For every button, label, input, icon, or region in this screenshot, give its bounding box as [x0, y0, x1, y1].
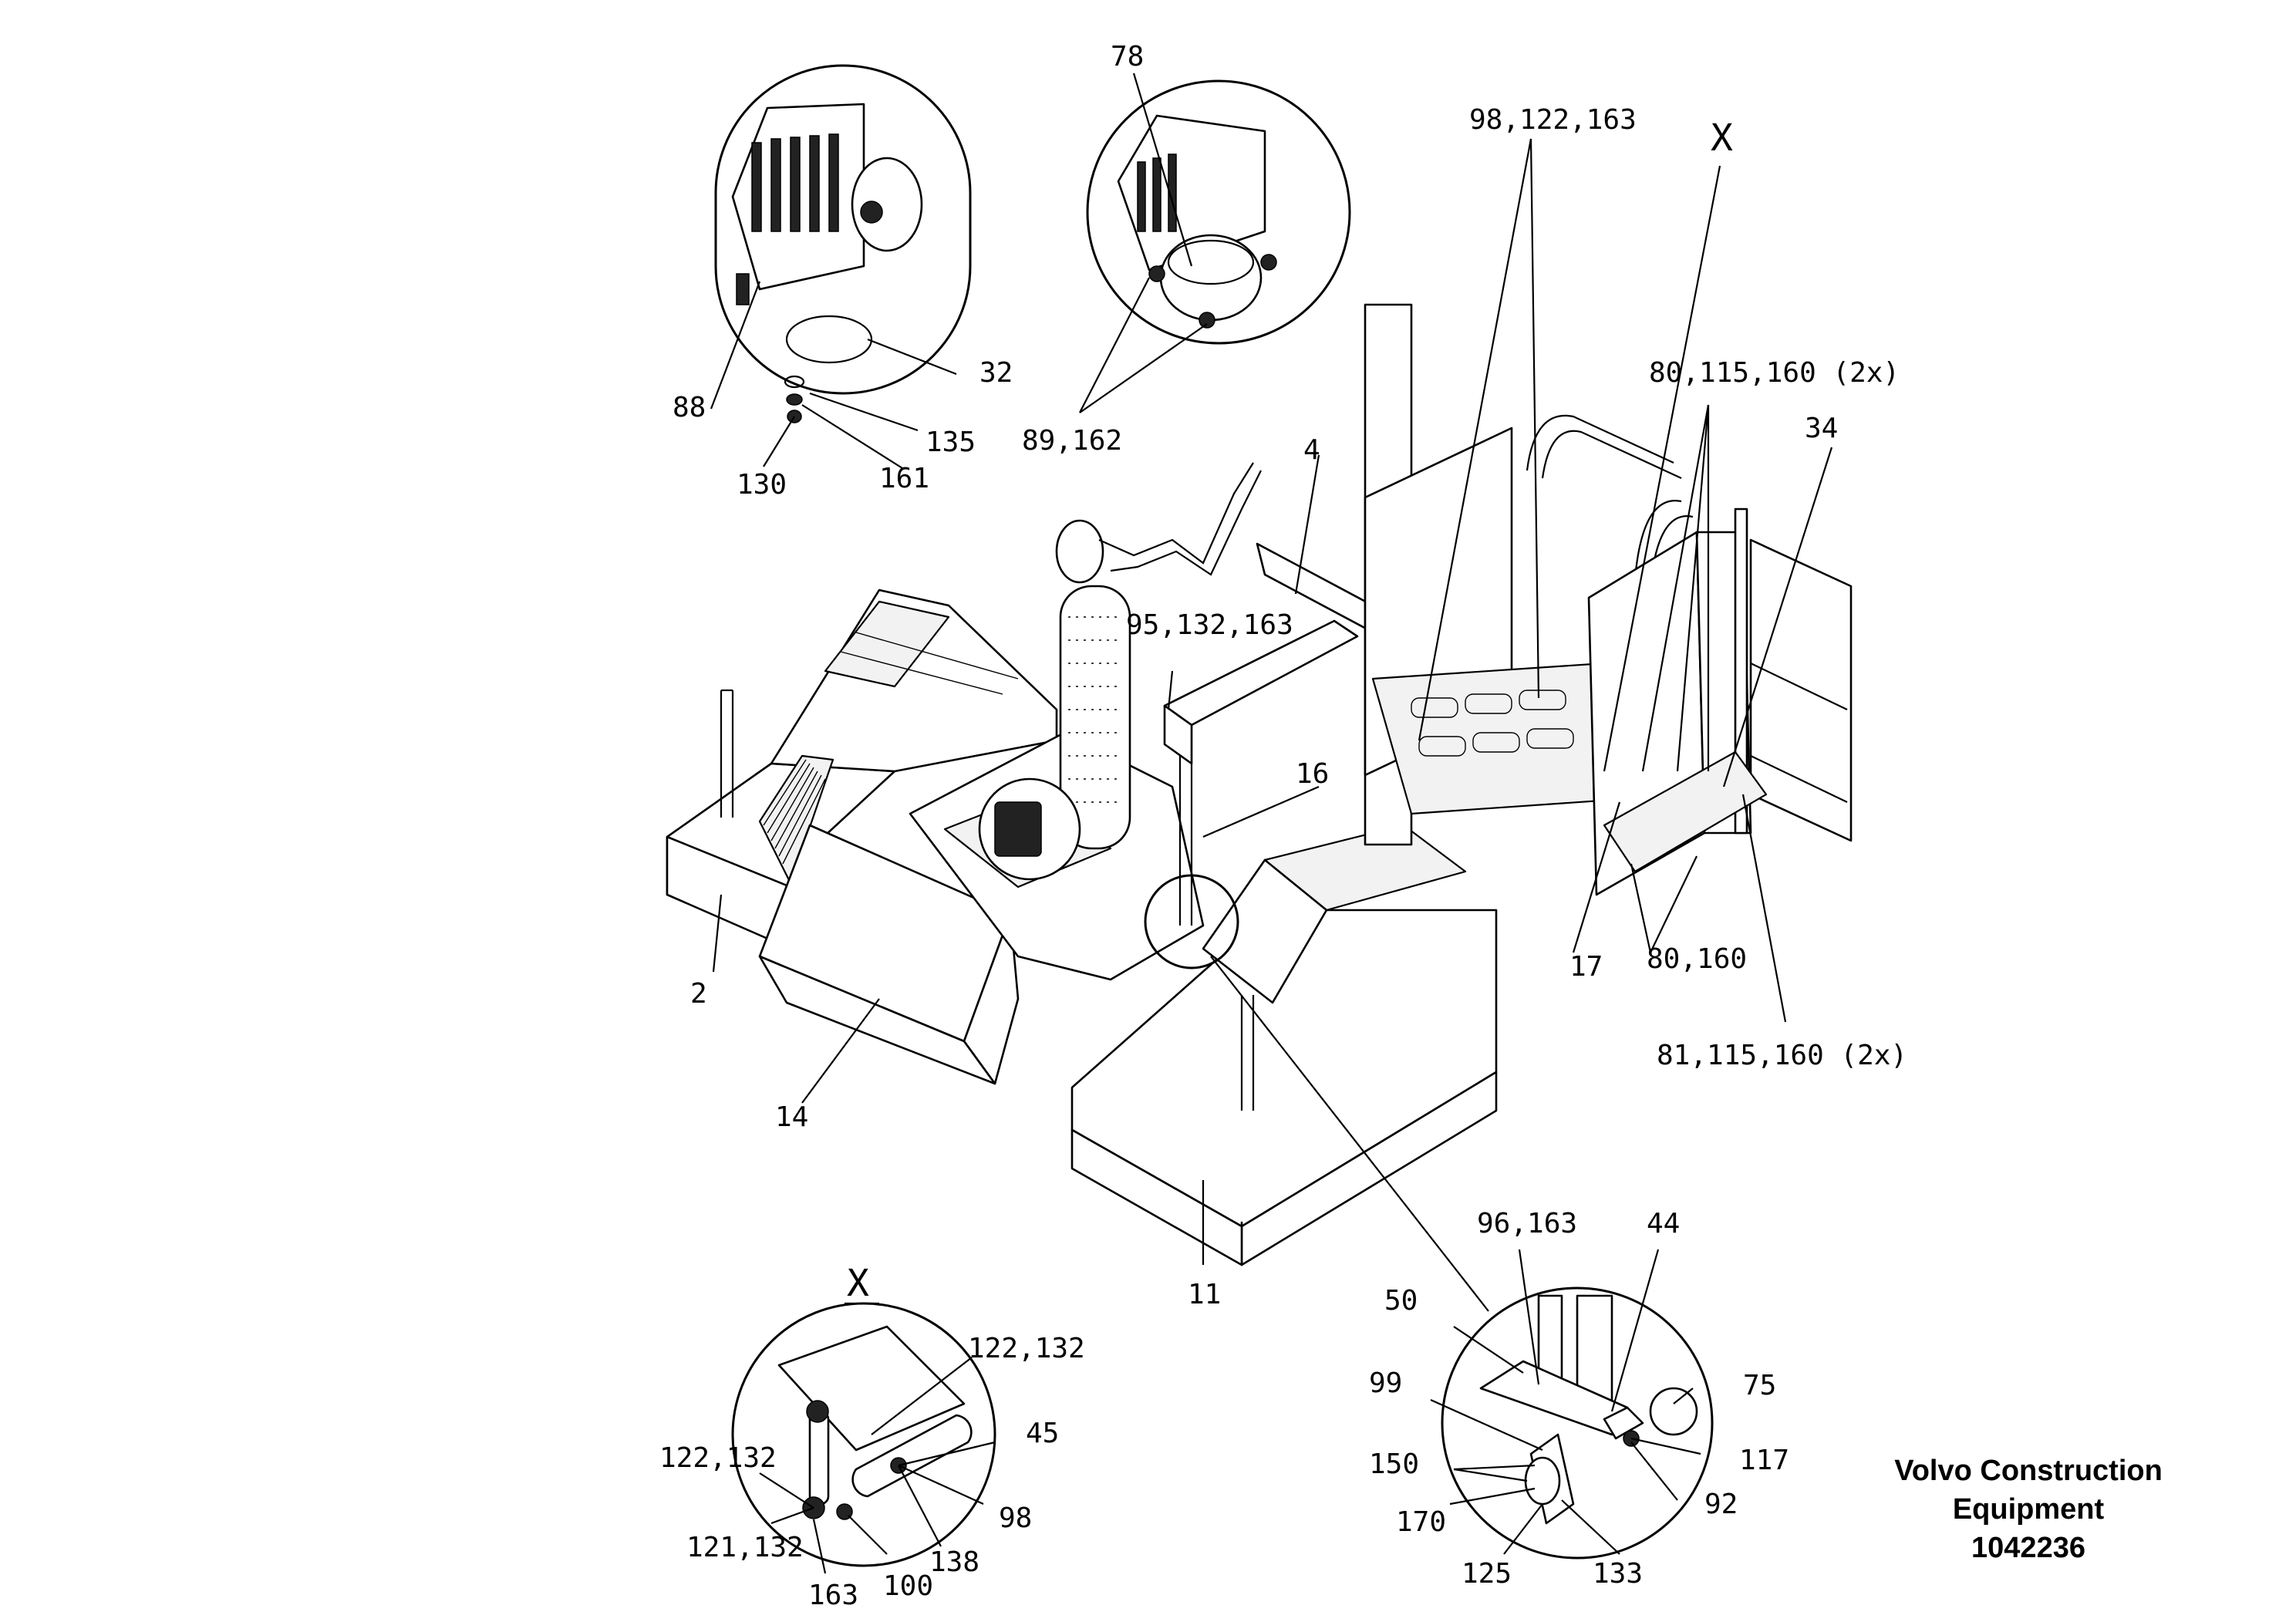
- callout-98-detail: 98: [999, 1502, 1032, 1534]
- callout-161: 161: [879, 463, 929, 494]
- callout-x-marker: X: [1711, 116, 1733, 160]
- callout-121-132: 121,132: [686, 1532, 804, 1563]
- platform-slots: [1411, 690, 1574, 757]
- callout-138: 138: [929, 1546, 979, 1578]
- callout-96-163: 96,163: [1477, 1208, 1577, 1239]
- title-block: Volvo Construction Equipment 1042236: [1851, 1452, 2206, 1567]
- callout-78: 78: [1111, 41, 1144, 73]
- callout-125: 125: [1462, 1558, 1512, 1590]
- callout-80-160: 80,160: [1647, 943, 1747, 975]
- callout-2: 2: [690, 978, 707, 1010]
- callout-50: 50: [1384, 1285, 1418, 1317]
- callout-75: 75: [1743, 1370, 1776, 1401]
- callout-16: 16: [1296, 758, 1329, 790]
- callout-x-detail: X: [847, 1262, 869, 1305]
- detail-x-bracket: [731, 1302, 996, 1567]
- callout-135: 135: [925, 427, 976, 458]
- main-assembly: [666, 462, 1498, 1266]
- company-name-line1: Volvo Construction: [1894, 1455, 2163, 1487]
- callout-labels: 88 32 135 130 161 78 89,162 98,122,163 X…: [659, 41, 1907, 1611]
- callout-130: 130: [737, 469, 787, 501]
- callout-98-122-163: 98,122,163: [1469, 104, 1637, 136]
- callout-45: 45: [1026, 1418, 1059, 1449]
- detail-muffler-clamp-right: [1086, 79, 1351, 345]
- leader-lines: [710, 73, 1833, 1574]
- callout-14: 14: [775, 1101, 808, 1133]
- detail-rod-linkage: [1441, 1286, 1714, 1560]
- callout-44: 44: [1647, 1208, 1680, 1239]
- grille-slots: [751, 133, 839, 232]
- company-name-line2: Equipment: [1952, 1493, 2105, 1526]
- callout-11: 11: [1188, 1279, 1221, 1310]
- callout-100: 100: [883, 1570, 933, 1602]
- callout-34: 34: [1805, 413, 1838, 444]
- detail-muffler-clamp-left: [714, 64, 972, 423]
- callout-122-132-a: 122,132: [968, 1333, 1085, 1364]
- grille-slots-2: [1137, 153, 1177, 232]
- callout-170: 170: [1396, 1506, 1446, 1538]
- callout-17: 17: [1569, 951, 1603, 983]
- callout-4: 4: [1303, 434, 1320, 466]
- callout-133: 133: [1593, 1558, 1643, 1590]
- callout-117: 117: [1739, 1445, 1789, 1476]
- callout-163: 163: [808, 1580, 858, 1611]
- muffler-perforation: [1068, 616, 1122, 803]
- callout-88: 88: [673, 392, 706, 423]
- right-frame-assembly: [1364, 303, 1853, 896]
- callout-122-132-b: 122,132: [659, 1442, 777, 1474]
- radiator-fins: [763, 759, 826, 865]
- muffler: [1059, 585, 1131, 850]
- drawing-number: 1042236: [1971, 1532, 2085, 1564]
- callout-150: 150: [1369, 1448, 1419, 1480]
- callout-92: 92: [1704, 1489, 1738, 1520]
- callout-81-115-160-2x: 81,115,160 (2x): [1657, 1040, 1907, 1071]
- callout-80-115-160-2x: 80,115,160 (2x): [1649, 357, 1900, 389]
- callout-32: 32: [979, 357, 1013, 389]
- callout-99: 99: [1369, 1367, 1402, 1399]
- callout-89-162: 89,162: [1022, 425, 1122, 457]
- callout-95-132-163: 95,132,163: [1126, 609, 1293, 641]
